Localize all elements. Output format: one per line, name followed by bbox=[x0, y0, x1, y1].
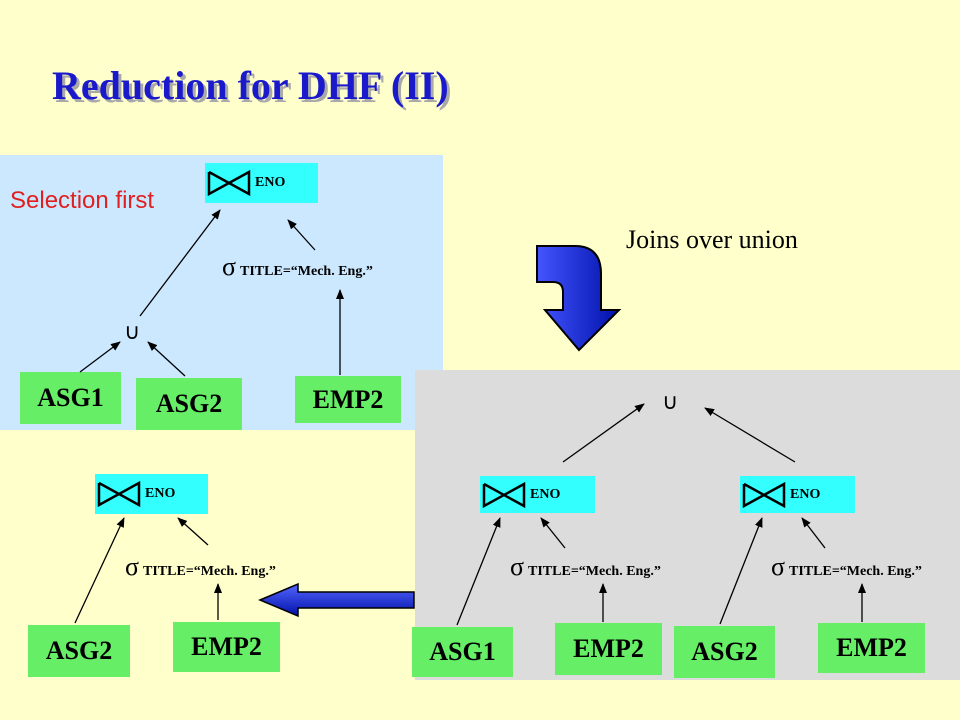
join-icon bbox=[97, 481, 141, 507]
arrow-left-icon bbox=[258, 582, 415, 618]
selection-operator: σ TITLE=“Mech. Eng.” bbox=[771, 552, 922, 582]
relation-asg2: ASG2 bbox=[28, 625, 130, 677]
join-attribute: ENO bbox=[145, 486, 176, 501]
join-icon bbox=[482, 481, 526, 508]
selection-operator: σ TITLE=“Mech. Eng.” bbox=[125, 552, 276, 582]
selection-condition: TITLE=“Mech. Eng.” bbox=[143, 564, 276, 579]
join-attribute: ENO bbox=[255, 175, 286, 190]
relation-emp2: EMP2 bbox=[173, 622, 280, 672]
relation-emp2: EMP2 bbox=[295, 376, 401, 423]
sigma-symbol: σ bbox=[510, 552, 525, 581]
selection-first-label: Selection first bbox=[10, 187, 155, 214]
relation-asg1: ASG1 bbox=[412, 627, 513, 677]
join-attribute: ENO bbox=[790, 486, 821, 502]
page-title: Reduction for DHF (II) bbox=[52, 63, 449, 108]
selection-condition: TITLE=“Mech. Eng.” bbox=[240, 264, 373, 279]
relation-asg1: ASG1 bbox=[20, 372, 121, 424]
selection-operator: σ TITLE=“Mech. Eng.” bbox=[510, 552, 661, 582]
relation-asg2: ASG2 bbox=[674, 626, 775, 678]
relation-emp2: EMP2 bbox=[818, 623, 925, 673]
relation-emp2: EMP2 bbox=[555, 623, 662, 675]
selection-operator: σ TITLE=“Mech. Eng.” bbox=[222, 252, 373, 282]
sigma-symbol: σ bbox=[771, 552, 786, 581]
join-attribute: ENO bbox=[530, 486, 561, 502]
union-operator: ∪ bbox=[124, 320, 141, 345]
join-eno-box: ENO bbox=[205, 163, 318, 203]
selection-condition: TITLE=“Mech. Eng.” bbox=[789, 564, 922, 579]
join-icon bbox=[742, 481, 786, 508]
curved-arrow-down-icon bbox=[536, 245, 622, 352]
join-eno-box: ENO bbox=[740, 476, 855, 513]
join-eno-box: ENO bbox=[480, 476, 595, 513]
sigma-symbol: σ bbox=[125, 552, 140, 581]
relation-asg2: ASG2 bbox=[136, 378, 242, 430]
join-icon bbox=[207, 170, 251, 196]
join-eno-box: ENO bbox=[95, 474, 208, 514]
union-operator: ∪ bbox=[662, 390, 679, 415]
selection-condition: TITLE=“Mech. Eng.” bbox=[528, 564, 661, 579]
sigma-symbol: σ bbox=[222, 252, 237, 281]
joins-over-union-label: Joins over union bbox=[626, 225, 798, 254]
